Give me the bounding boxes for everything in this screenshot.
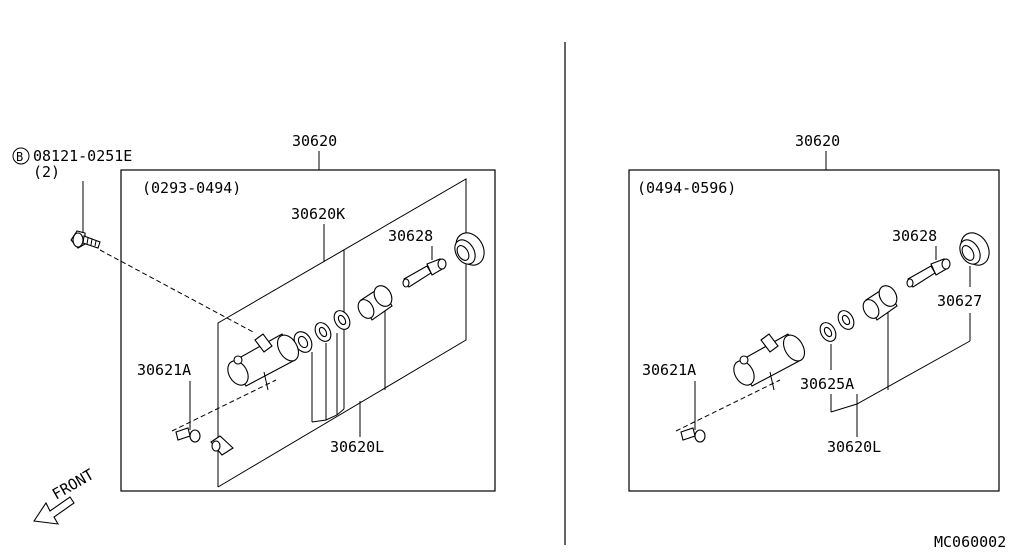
front-label: FRONT	[49, 465, 97, 503]
cylinder-body-icon	[227, 333, 300, 391]
bleeder-screw-icon-right	[906, 258, 951, 288]
piston-icon	[357, 285, 393, 321]
label-30621a-right: 30621A	[642, 361, 696, 379]
bolt-symbol-circle	[12, 147, 30, 165]
seal-rings-icon	[293, 310, 351, 353]
label-30628-right: 30628	[892, 227, 937, 245]
diagram-code: MC060002	[934, 533, 1006, 551]
label-30627: 30627	[937, 292, 982, 310]
left-panel-frame	[120, 169, 496, 492]
label-30621a-left: 30621A	[137, 361, 191, 379]
clip-icon	[210, 435, 234, 456]
boot-icon-right	[959, 232, 990, 266]
front-arrow-icon	[33, 496, 75, 525]
label-30620l-right: 30620L	[827, 438, 881, 456]
bolt-symbol: B	[16, 150, 23, 164]
left-date-range: (0293-0494)	[142, 179, 241, 197]
bracket-bolt-icon-right	[680, 427, 706, 443]
bleeder-screw-icon	[402, 258, 447, 288]
boot-icon	[454, 232, 485, 266]
left-panel: 30620 (0293-0494) B 08121-0251E (2) 3062…	[12, 132, 496, 525]
bolt-part-number: 08121-0251E	[33, 147, 132, 165]
left-sub-assembly-frame	[217, 178, 467, 488]
cylinder-body-icon-right	[733, 333, 806, 391]
left-title: 30620	[292, 132, 337, 150]
bracket-bolt-icon	[175, 427, 201, 443]
label-30620k: 30620K	[291, 205, 345, 223]
bolt-quantity: (2)	[33, 163, 60, 181]
bolt-icon	[70, 230, 101, 249]
piston-icon-right	[862, 285, 898, 321]
label-30620l-left: 30620L	[330, 438, 384, 456]
label-30628-left: 30628	[388, 227, 433, 245]
right-panel-frame	[628, 169, 1000, 492]
seal-rings-icon-right	[819, 310, 855, 342]
label-30625a: 30625A	[800, 375, 854, 393]
right-title: 30620	[795, 132, 840, 150]
right-date-range: (0494-0596)	[637, 179, 736, 197]
right-panel: 30620 (0494-0596) 30628 30627	[628, 132, 1000, 492]
